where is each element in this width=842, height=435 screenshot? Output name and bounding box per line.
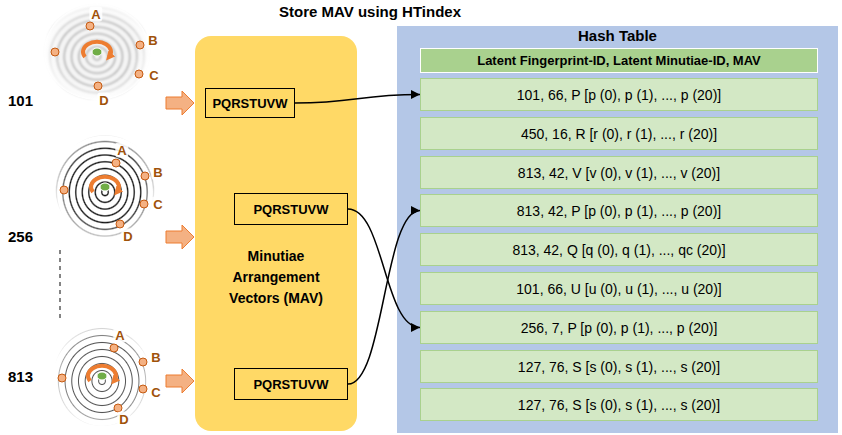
header-text: Latent Fingerprint-ID, Latent Minutiae-I… xyxy=(477,53,761,68)
minutia-letter: B xyxy=(146,33,159,48)
row-text: 101, 66, U [u (0), u (1), ..., u (20)] xyxy=(516,281,721,297)
minutia-dot xyxy=(51,48,59,56)
vector-label: PQRSTUVW xyxy=(212,96,287,111)
fingerprint-fade xyxy=(53,325,151,427)
connector-arrow xyxy=(348,209,420,328)
table-title: Hash Table xyxy=(397,27,838,44)
core-point xyxy=(97,372,107,380)
minutia-dot xyxy=(58,374,66,382)
minutia-dot xyxy=(86,22,94,30)
core-point xyxy=(92,48,102,56)
minutia-dot xyxy=(136,41,144,49)
ellipsis-line xyxy=(59,250,60,322)
table-row: 256, 7, P [p (0), p (1), ..., p (20)] xyxy=(420,311,818,344)
rotation-arrow xyxy=(91,177,119,192)
minutia-letter: C xyxy=(147,68,160,83)
row-text: 813, 42, V [v (0), v (1), ..., v (20)] xyxy=(518,165,720,181)
rotation-arrow xyxy=(83,42,111,57)
fingerprint-id: 101 xyxy=(8,92,33,110)
minutia-dot xyxy=(139,385,147,393)
table-row: 813, 42, Q [q (0), q (1), ..., qc (20)] xyxy=(420,233,818,266)
vector-box: PQRSTUVW xyxy=(234,193,348,225)
row-text: 127, 76, S [s (0), s (1), ..., s (20)] xyxy=(518,397,720,413)
table-row: 813, 42, P [p (0), p (1), ..., p (20)] xyxy=(420,194,818,227)
minutia-dot xyxy=(110,344,118,352)
minutia-dot xyxy=(140,200,148,208)
minutia-letter: C xyxy=(151,197,164,212)
minutia-dot xyxy=(116,220,124,228)
minutia-dot xyxy=(94,82,102,90)
connector-arrow xyxy=(348,211,420,385)
row-text: 101, 66, P [p (0), p (1), ..., p (20)] xyxy=(517,87,721,103)
block-arrow xyxy=(166,91,194,115)
minutia-letter: B xyxy=(149,350,162,365)
vector-label: PQRSTUVW xyxy=(253,377,328,392)
row-text: 813, 42, Q [q (0), q (1), ..., qc (20)] xyxy=(512,242,725,258)
table-header-row: Latent Fingerprint-ID, Latent Minutiae-I… xyxy=(420,48,818,73)
minutia-letter: D xyxy=(121,229,134,244)
row-text: 813, 42, P [p (0), p (1), ..., p (20)] xyxy=(517,203,721,219)
panel-label: Minutiae Arrangement Vectors (MAV) xyxy=(211,246,341,309)
core-point xyxy=(100,183,110,191)
table-row: 127, 76, S [s (0), s (1), ..., s (20)] xyxy=(420,388,818,421)
minutia-dot xyxy=(139,358,147,366)
minutia-letter: D xyxy=(117,412,130,427)
fingerprint-ridges xyxy=(45,5,149,99)
table-row: 127, 76, S [s (0), s (1), ..., s (20)] xyxy=(420,350,818,383)
vector-panel: Minutiae Arrangement Vectors (MAV) PQRSTU… xyxy=(195,36,357,431)
minutia-letter: B xyxy=(151,165,164,180)
table-row: 101, 66, P [p (0), p (1), ..., p (20)] xyxy=(420,78,818,111)
fingerprint-fade xyxy=(54,134,156,240)
table-row: 813, 42, V [v (0), v (1), ..., v (20)] xyxy=(420,156,818,189)
fingerprint-ridges xyxy=(55,135,155,239)
row-text: 450, 16, R [r (0), r (1), ..., r (20)] xyxy=(521,126,717,142)
minutia-letter: A xyxy=(89,7,102,22)
vector-label: PQRSTUVW xyxy=(253,202,328,217)
vector-box: PQRSTUVW xyxy=(205,88,295,118)
table-row: 101, 66, U [u (0), u (1), ..., u (20)] xyxy=(420,272,818,305)
fingerprint-ridges xyxy=(54,326,150,426)
fingerprint-fade xyxy=(44,4,150,100)
minutia-dot xyxy=(60,186,68,194)
minutia-dot xyxy=(112,159,120,167)
minutia-dot xyxy=(141,172,149,180)
minutia-dot xyxy=(135,70,143,78)
fingerprint xyxy=(53,325,151,427)
hash-table-panel: Hash TableLatent Fingerprint-ID, Latent … xyxy=(397,26,838,433)
row-text: 127, 76, S [s (0), s (1), ..., s (20)] xyxy=(518,359,720,375)
fingerprint-id: 813 xyxy=(8,368,33,386)
diagram-title: Store MAV using HTindex xyxy=(200,3,540,21)
fingerprint xyxy=(44,4,150,100)
minutia-letter: C xyxy=(149,385,162,400)
fingerprint-id: 256 xyxy=(8,228,33,246)
connector-group xyxy=(295,95,420,385)
block-arrow xyxy=(166,369,194,393)
vector-box: PQRSTUVW xyxy=(234,368,348,400)
row-text: 256, 7, P [p (0), p (1), ..., p (20)] xyxy=(521,320,718,336)
fingerprint xyxy=(54,134,156,240)
minutia-letter: A xyxy=(115,143,128,158)
block-arrow xyxy=(166,225,194,249)
rotation-arrow xyxy=(88,366,116,381)
connector-arrow xyxy=(295,95,420,104)
table-row: 450, 16, R [r (0), r (1), ..., r (20)] xyxy=(420,117,818,150)
minutia-letter: D xyxy=(97,93,110,108)
minutia-letter: A xyxy=(113,328,126,343)
